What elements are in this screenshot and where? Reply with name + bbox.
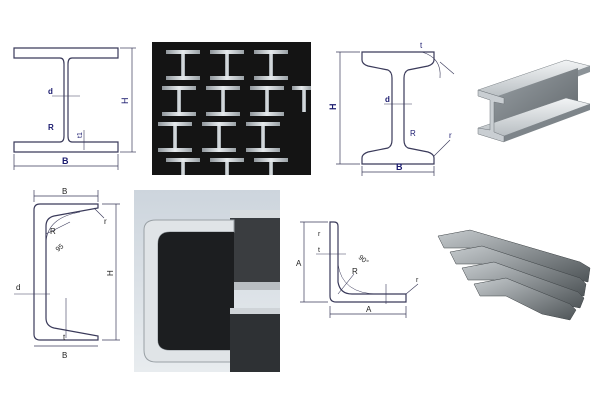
channel-b-bottom-label: B <box>62 351 67 360</box>
ibeam-2-h-label: H <box>328 104 338 111</box>
ibeam-2-r-lower-label: r <box>449 131 452 140</box>
channel-h-label: H <box>106 270 115 276</box>
angle-r-top-label: r <box>318 231 321 238</box>
angle-bars-photo <box>430 222 596 326</box>
ibeam-1-d-label: d <box>48 87 53 96</box>
angle-outline <box>329 221 407 303</box>
angle-r-label: R <box>352 267 358 276</box>
ibeam-3d-render <box>470 52 596 147</box>
angle-r-right-label: r <box>416 277 419 284</box>
angle-a-bottom-label: A <box>366 305 372 314</box>
ibeam-1-t1-label: t1 <box>77 132 84 138</box>
channel-diagram: B R 95 r H d t B <box>10 186 134 362</box>
channel-t-label: t <box>63 333 66 342</box>
channel-d-label: d <box>16 283 20 292</box>
ibeam-2-t-label: t <box>420 41 423 50</box>
channel-r-small-label: r <box>104 217 107 226</box>
channel-outline <box>33 203 99 341</box>
channel-b-top-label: B <box>62 187 67 196</box>
ibeam-diagram-1: H B d R t1 <box>8 38 143 175</box>
channel-angle-label: 95 <box>55 243 66 253</box>
angle-bars-group <box>437 229 591 321</box>
ibeam-stack-photo <box>152 42 311 175</box>
channel-back-piece <box>230 210 280 290</box>
angle-degree-label: 90° <box>357 253 370 266</box>
ibeam-1-r-label: R <box>48 123 54 132</box>
ibeam-2-d-label: d <box>385 95 390 104</box>
angle-t-label: t <box>318 247 320 254</box>
channel-r-label: R <box>50 227 56 236</box>
ibeam-1-h-label: H <box>120 98 130 105</box>
ibeam-2-outline <box>361 51 435 165</box>
angle-diagram: A r t R 90° r A <box>292 214 428 324</box>
ibeam-2-b-label: B <box>396 162 403 172</box>
ibeam-2-r-upper-label: R <box>410 129 416 138</box>
ibeam-1-b-label: B <box>62 156 69 166</box>
ibeam-diagram-2: H B t d R r <box>322 38 460 178</box>
channel-photo <box>134 190 280 372</box>
angle-a-side-label: A <box>296 259 302 268</box>
ibeam-1-outline <box>13 47 119 153</box>
stacked-beam-ends <box>158 50 311 175</box>
